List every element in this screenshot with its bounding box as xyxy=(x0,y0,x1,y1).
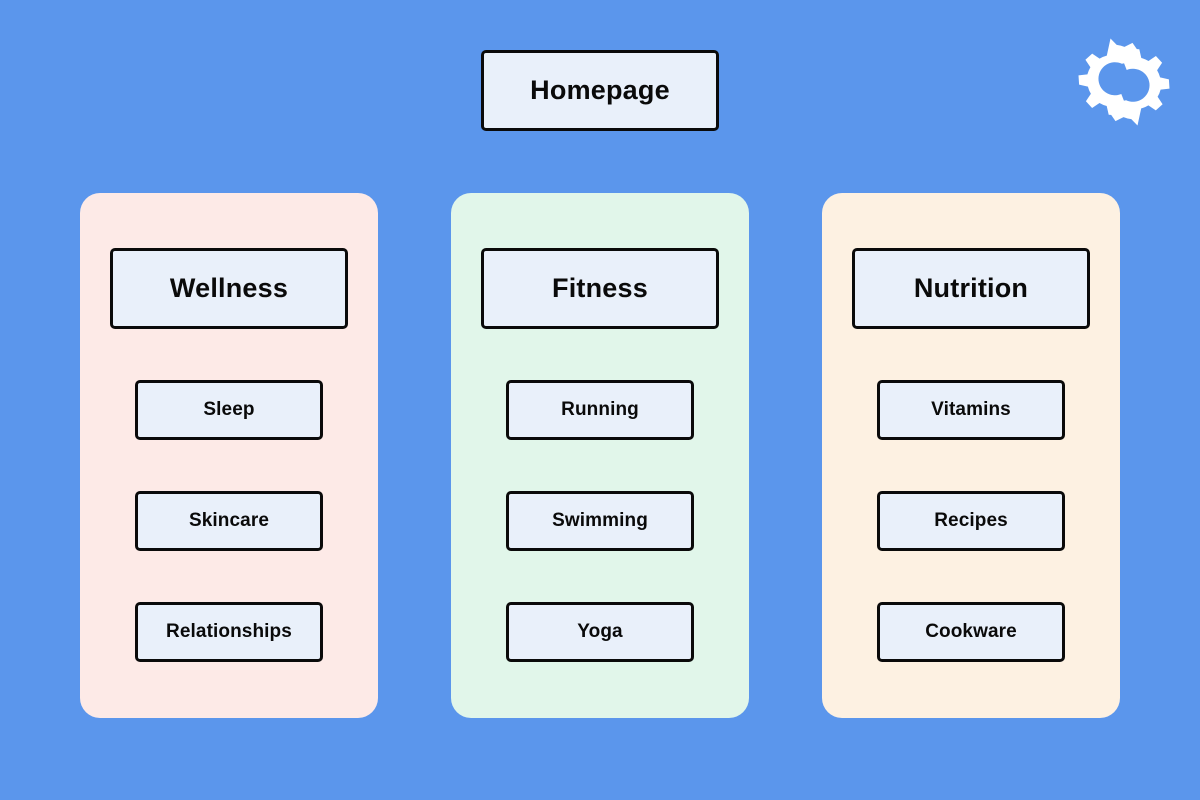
node-label: Relationships xyxy=(166,621,292,642)
category-columns: Wellness Sleep Skincare Relationships Fi… xyxy=(80,193,1120,718)
node-yoga[interactable]: Yoga xyxy=(506,602,694,662)
node-label: Vitamins xyxy=(931,399,1011,420)
category-column-fitness: Fitness Running Swimming Yoga xyxy=(451,193,749,718)
node-label: Nutrition xyxy=(913,273,1029,303)
double-gear-icon xyxy=(1074,32,1174,132)
node-skincare[interactable]: Skincare xyxy=(135,491,323,551)
node-recipes[interactable]: Recipes xyxy=(877,491,1065,551)
node-label: Cookware xyxy=(925,621,1017,642)
node-label: Sleep xyxy=(203,399,255,420)
node-label: Running xyxy=(561,399,639,420)
node-cookware[interactable]: Cookware xyxy=(877,602,1065,662)
child-node-list: Running Swimming Yoga xyxy=(506,380,694,662)
node-running[interactable]: Running xyxy=(506,380,694,440)
node-label: Homepage xyxy=(530,75,670,105)
node-sleep[interactable]: Sleep xyxy=(135,380,323,440)
node-vitamins[interactable]: Vitamins xyxy=(877,380,1065,440)
node-fitness[interactable]: Fitness xyxy=(481,248,719,329)
node-label: Yoga xyxy=(577,621,623,642)
node-nutrition[interactable]: Nutrition xyxy=(852,248,1090,329)
node-relationships[interactable]: Relationships xyxy=(135,602,323,662)
node-wellness[interactable]: Wellness xyxy=(110,248,348,329)
category-column-wellness: Wellness Sleep Skincare Relationships xyxy=(80,193,378,718)
node-homepage[interactable]: Homepage xyxy=(481,50,719,131)
node-label: Skincare xyxy=(188,510,270,531)
node-swimming[interactable]: Swimming xyxy=(506,491,694,551)
brand-logo[interactable] xyxy=(1074,32,1174,132)
node-label: Swimming xyxy=(552,510,648,531)
child-node-list: Vitamins Recipes Cookware xyxy=(877,380,1065,662)
node-label: Fitness xyxy=(552,273,648,303)
category-column-nutrition: Nutrition Vitamins Recipes Cookware xyxy=(822,193,1120,718)
node-label: Wellness xyxy=(169,273,289,303)
child-node-list: Sleep Skincare Relationships xyxy=(135,380,323,662)
node-label: Recipes xyxy=(934,510,1008,531)
